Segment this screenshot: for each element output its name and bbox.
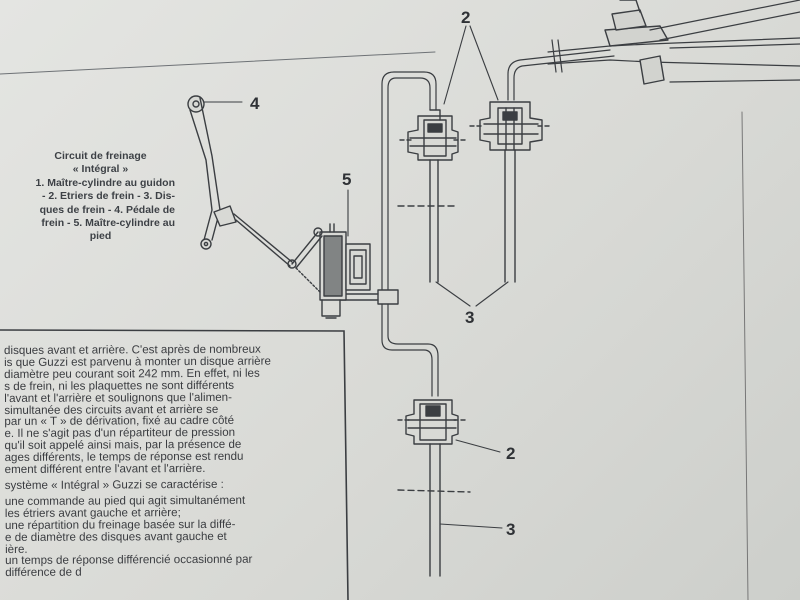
caption-line-2: - 2. Etriers de frein - 3. Dis- (41, 190, 175, 203)
margin-rule (741, 111, 749, 600)
caption-title-1: Circuit de freinage (54, 150, 147, 162)
front-right-caliper (469, 101, 553, 283)
callout-2-top: 2 (461, 8, 471, 27)
body-text: disques avant et arrière. C'est après de… (4, 343, 337, 580)
t-junction (339, 289, 439, 397)
caption-line-5: pied (89, 230, 112, 243)
caption-line-1: 1. Maître-cylindre au guidon (35, 176, 175, 189)
brake-pedal (187, 95, 323, 293)
foot-master-cylinder (319, 223, 371, 319)
rear-caliper (397, 399, 471, 577)
callout-4: 4 (250, 94, 260, 113)
brake-line-front (387, 77, 431, 293)
caption-line-3: ques de frein - 4. Pédale de (39, 203, 175, 216)
callout-3-bottom: 3 (506, 520, 516, 539)
caption-line-4: frein - 5. Maître-cylindre au (41, 217, 175, 230)
front-left-caliper (397, 109, 467, 283)
callout-5: 5 (342, 170, 352, 189)
body-line: différence de d (5, 565, 82, 580)
caption-title-2: « Intégral » (72, 163, 129, 176)
page-edge-line (0, 51, 436, 75)
figure-caption: Circuit de freinage « Intégral » 1. Maît… (0, 150, 175, 244)
handlebar-master-cylinder (507, 0, 800, 101)
leader-lines (203, 25, 509, 529)
callout-3-top: 3 (465, 308, 475, 327)
callout-2-bottom: 2 (506, 444, 516, 463)
